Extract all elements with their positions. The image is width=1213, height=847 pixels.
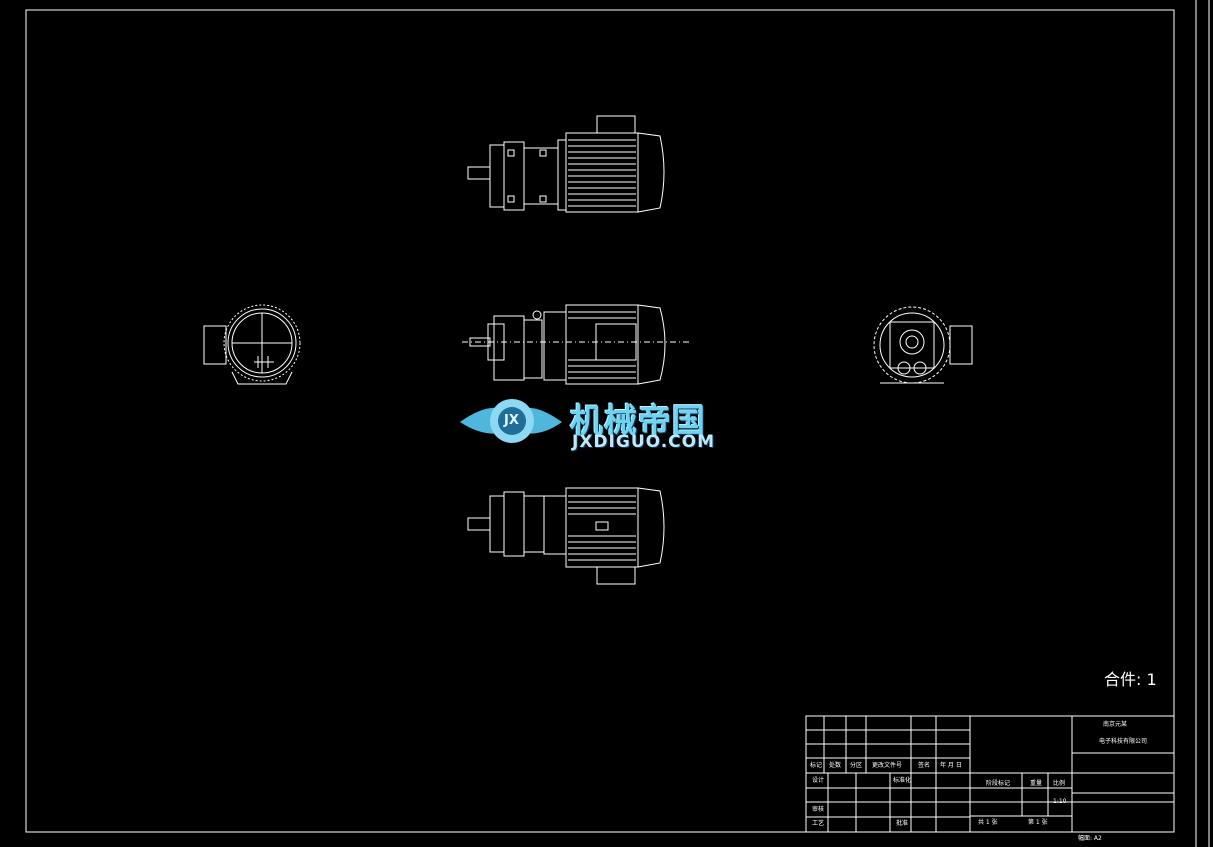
row-label: 设计 <box>812 777 825 784</box>
front-view <box>462 304 690 385</box>
header-label: 处数 <box>829 762 842 769</box>
header-label: 更改文件号 <box>872 762 903 769</box>
sheet-size-label: 幅面: A2 <box>1078 835 1102 842</box>
row-label: 工艺 <box>812 820 825 827</box>
emblem-text: JX <box>504 413 519 428</box>
row-label: 审核 <box>812 806 825 813</box>
scale-value: 1:10 <box>1053 798 1067 805</box>
left-end-view <box>203 304 301 385</box>
header-label: 年 月 日 <box>940 762 962 769</box>
watermark-name-en: JXDIGUO.COM <box>572 432 716 452</box>
row-label: 标准化 <box>893 777 912 784</box>
title-block <box>805 715 1175 833</box>
cooling-fins-top <box>568 139 636 207</box>
company-name: 南京元某 <box>1103 721 1128 728</box>
company-subtitle: 电子科技有限公司 <box>1099 738 1148 745</box>
stage-label: 重量 <box>1030 780 1043 787</box>
logo-emblem <box>460 399 562 443</box>
sheet-index: 第 1 张 <box>1028 819 1048 826</box>
top-view <box>467 115 665 213</box>
quantity-label: 合件: 1 <box>1104 670 1157 689</box>
bottom-view <box>467 487 665 585</box>
header-label: 签名 <box>918 762 931 769</box>
watermark-name-cn: 机械帝国 <box>570 401 706 440</box>
right-end-view <box>873 306 973 384</box>
stage-label: 阶段标记 <box>986 780 1011 787</box>
header-label: 标记 <box>810 762 823 769</box>
sheet-total: 共 1 张 <box>978 819 998 826</box>
drawing-frame <box>25 9 1175 833</box>
stage-label: 比例 <box>1053 780 1066 787</box>
row-label: 批准 <box>896 820 909 827</box>
header-label: 分区 <box>850 762 863 769</box>
cooling-fins-bottom <box>568 495 636 561</box>
cooling-fins-front <box>568 311 636 379</box>
